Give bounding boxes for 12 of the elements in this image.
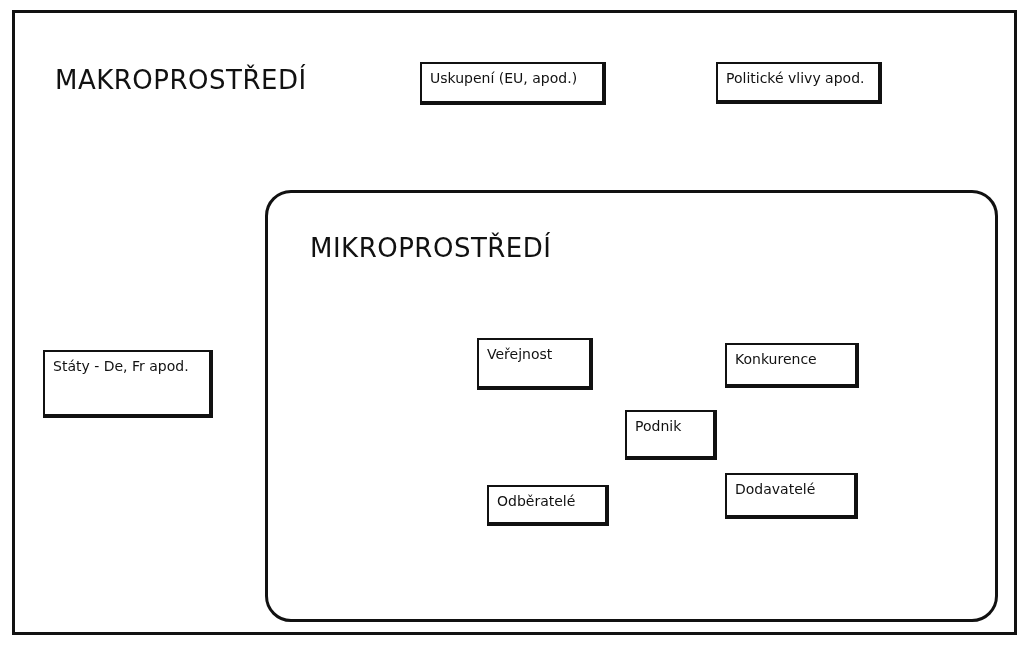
text-box: Konkurence	[725, 343, 859, 388]
text-box: Státy - De, Fr apod.	[43, 350, 213, 418]
rounded-region	[265, 190, 998, 622]
text-box: Podnik	[625, 410, 717, 460]
text-box: Odběratelé	[487, 485, 609, 526]
text-box: Veřejnost	[477, 338, 593, 390]
region-heading: MIKROPROSTŘEDÍ	[310, 233, 552, 263]
region-heading: MAKROPROSTŘEDÍ	[55, 65, 307, 95]
outer-frame	[12, 10, 1017, 635]
text-box: Uskupení (EU, apod.)	[420, 62, 606, 105]
text-box: Politické vlivy apod.	[716, 62, 882, 104]
text-box: Dodavatelé	[725, 473, 858, 519]
